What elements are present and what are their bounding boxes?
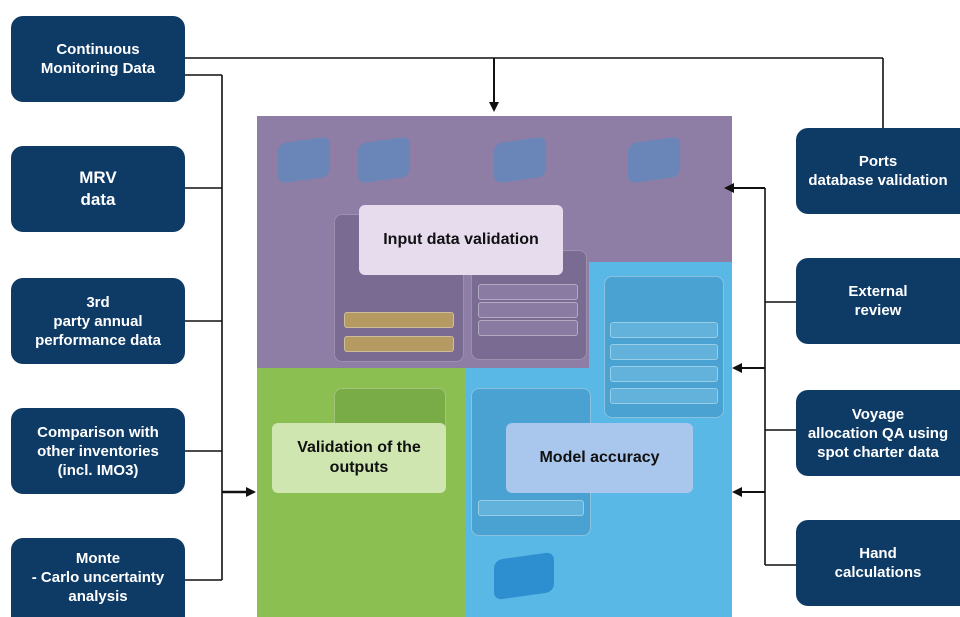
continuous-monitoring-box: Continuous Monitoring Data <box>11 16 185 102</box>
hand-calc-box: Hand calculations <box>796 520 960 606</box>
input-validation-label: Input data validation <box>359 205 563 275</box>
process-row <box>478 302 578 318</box>
process-row <box>478 500 584 516</box>
process-row <box>610 388 718 404</box>
external-review-box: External review <box>796 258 960 344</box>
mrv-data-box: MRV data <box>11 146 185 232</box>
comparison-label: Comparison with other inventories (incl.… <box>37 423 159 479</box>
voyage-allocation-box: Voyage allocation QA using spot charter … <box>796 390 960 476</box>
comparison-box: Comparison with other inventories (incl.… <box>11 408 185 494</box>
process-row <box>344 312 454 328</box>
process-row <box>344 336 454 352</box>
external-review-label: External review <box>848 283 908 319</box>
process-row <box>478 320 578 336</box>
third-party-label: 3rd party annual performance data <box>35 293 161 349</box>
mrv-data-label: MRV data <box>79 168 117 209</box>
process-row <box>610 322 718 338</box>
voyage-allocation-label: Voyage allocation QA using spot charter … <box>807 405 949 461</box>
continuous-monitoring-label: Continuous Monitoring Data <box>40 41 156 77</box>
third-party-box: 3rd party annual performance data <box>11 278 185 364</box>
ports-db-box: Ports database validation <box>796 128 960 214</box>
process-row <box>610 344 718 360</box>
model-accuracy-label: Model accuracy <box>506 423 693 493</box>
process-row <box>478 284 578 300</box>
hand-calc-label: Hand calculations <box>834 545 922 581</box>
monte-carlo-box: Monte - Carlo uncertainty analysis <box>11 538 185 617</box>
ports-db-label: Ports database validation <box>808 153 948 189</box>
monte-carlo-label: Monte - Carlo uncertainty analysis <box>31 550 165 605</box>
process-row <box>610 366 718 382</box>
output-validation-label: Validation of the outputs <box>272 423 446 493</box>
